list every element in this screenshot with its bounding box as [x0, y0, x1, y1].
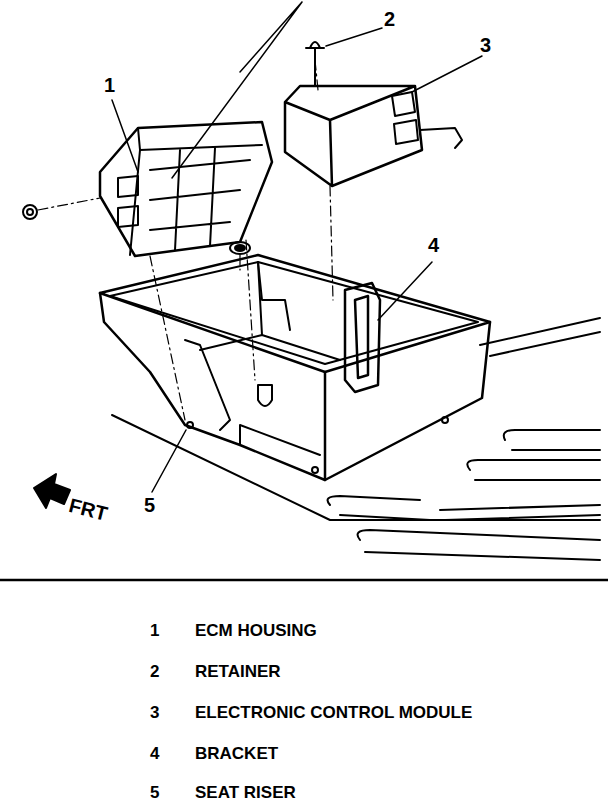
floor-rib [440, 505, 600, 520]
part-name: BRACKET [195, 744, 278, 764]
part-number: 4 [150, 744, 159, 764]
mount-hole [187, 422, 193, 428]
direction-label: FRT [66, 494, 109, 526]
guide-line [38, 60, 333, 420]
floor-rib [467, 460, 600, 480]
ecm-housing [130, 128, 262, 255]
part-number: 5 [150, 783, 159, 803]
part-name: SEAT RISER [195, 783, 296, 803]
part-name: RETAINER [195, 662, 281, 682]
bracket [258, 262, 290, 330]
module-tab [420, 128, 462, 148]
seat-riser-hole [258, 385, 272, 406]
callout-number: 1 [104, 74, 115, 97]
ecm-housing [100, 122, 272, 256]
floor-rib [328, 496, 430, 520]
mount-hole [312, 467, 318, 473]
callout-number: 3 [480, 34, 491, 57]
housing-slot [118, 176, 138, 227]
mount-hole [442, 417, 448, 423]
nut [27, 209, 33, 215]
seat-riser-panel [200, 262, 340, 360]
seat-riser-frame [100, 255, 490, 372]
leader-line [112, 2, 482, 492]
housing-rib [150, 148, 250, 250]
floor-rib [358, 530, 600, 560]
separator-rule [0, 579, 608, 582]
seat-riser-frame [110, 262, 478, 364]
bracket [345, 283, 380, 392]
part-number: 3 [150, 703, 159, 723]
callout-number: 2 [384, 8, 395, 31]
floor-line [480, 318, 600, 356]
callout-number: 4 [428, 234, 439, 257]
seat-riser-side [325, 322, 490, 480]
part-number: 1 [150, 621, 159, 641]
front-arrow [34, 474, 70, 508]
part-name: ELECTRONIC CONTROL MODULE [195, 703, 472, 723]
module-connector [392, 92, 418, 144]
nut [23, 205, 37, 219]
control-module [285, 86, 422, 186]
grommet [235, 245, 245, 251]
callout-number: 5 [144, 494, 155, 517]
seat-riser-side [100, 293, 325, 480]
part-name: ECM HOUSING [195, 621, 317, 641]
part-number: 2 [150, 662, 159, 682]
floor-rib [504, 430, 600, 450]
seat-riser-panel [185, 340, 320, 455]
